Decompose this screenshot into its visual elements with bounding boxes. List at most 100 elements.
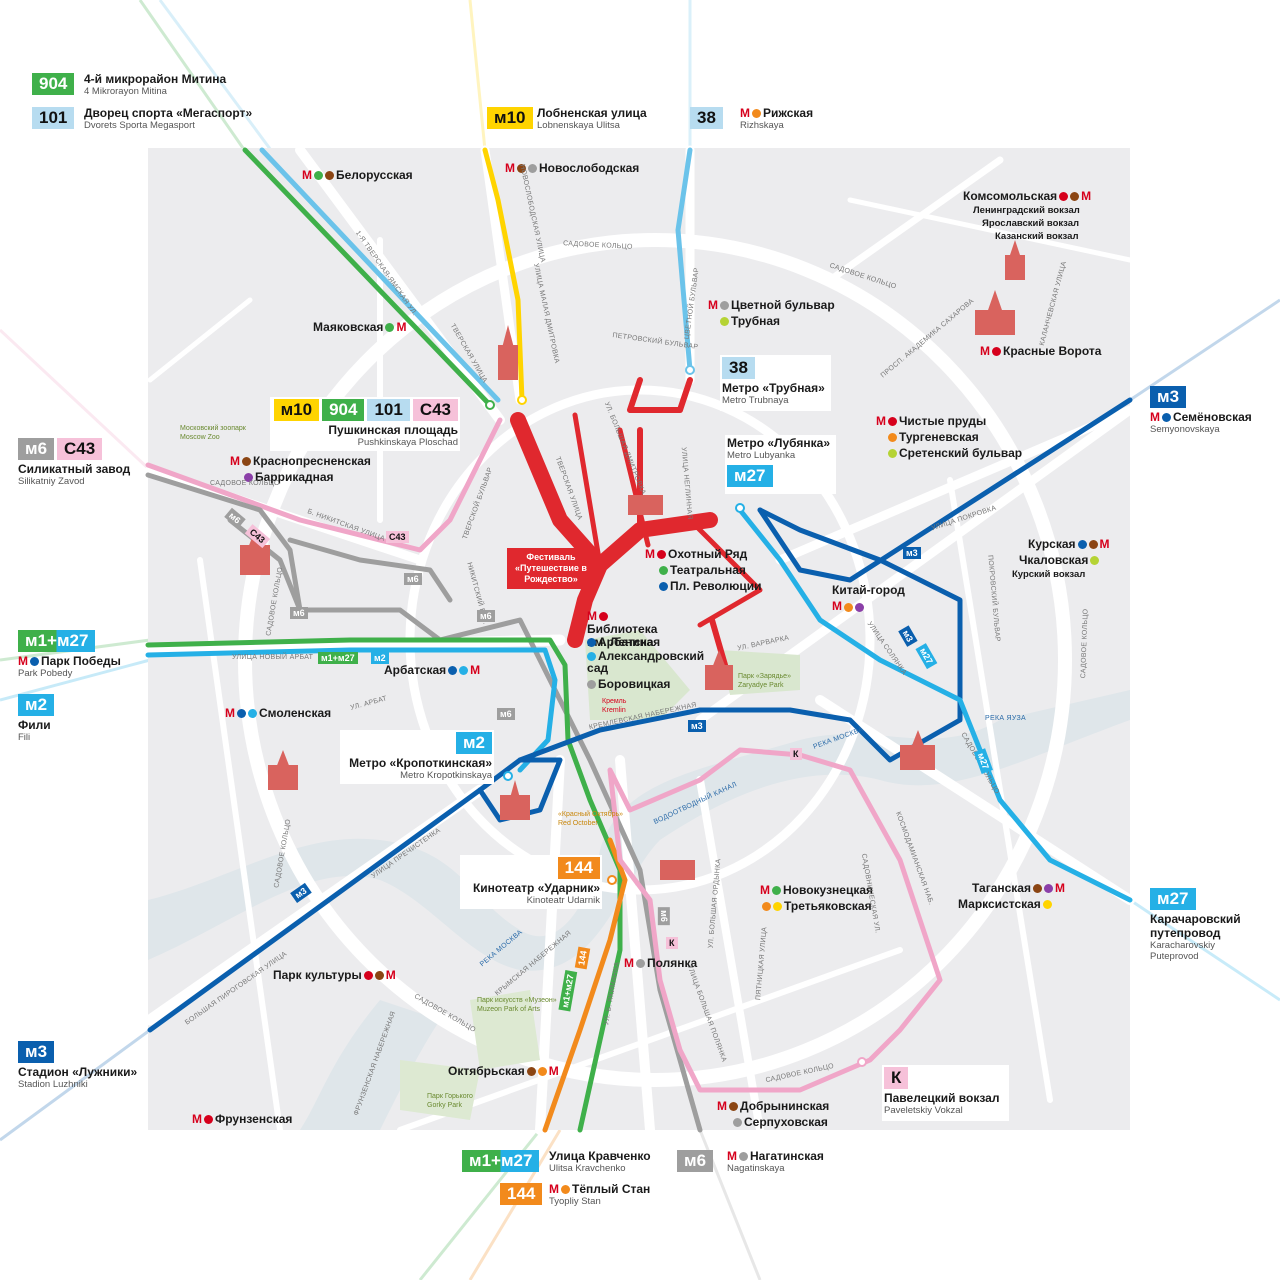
route-badge-101[interactable]: 101 — [367, 399, 410, 421]
stop-trubnaya[interactable]: 38 Метро «Трубная»Metro Trubnaya — [720, 355, 831, 411]
route-tag[interactable]: К — [666, 937, 678, 949]
festival-label[interactable]: Фестиваль «Путешествие в Рождество» — [507, 548, 595, 589]
route-badge-k[interactable]: К — [884, 1067, 909, 1089]
metro-station[interactable]: Тургеневская — [888, 429, 979, 445]
metro-station[interactable]: Арбатская — [587, 634, 660, 650]
metro-station[interactable]: Александровский сад — [587, 649, 705, 675]
route-badge-m10[interactable]: м10 — [487, 107, 533, 129]
line-dot — [739, 1152, 748, 1162]
route-badge-m1-m27[interactable]: м1+м27 — [18, 630, 96, 652]
metro-station[interactable]: Серпуховская — [733, 1114, 828, 1130]
route-badge-m2[interactable]: м2 — [18, 694, 55, 716]
route-badge-m27[interactable]: м27 — [1150, 888, 1196, 910]
route-tag[interactable]: м6 — [290, 607, 308, 619]
route-badge-m1-m27[interactable]: м1+м27 — [462, 1150, 540, 1172]
route-badge-m10[interactable]: м10 — [273, 399, 320, 421]
metro-icon: М — [18, 654, 28, 668]
route-tag[interactable]: м6 — [497, 708, 515, 720]
metro-station[interactable]: Трубная — [720, 313, 780, 329]
route-tag[interactable]: м6 — [657, 907, 670, 925]
stop-lubyanka[interactable]: Метро «Лубянка»Metro Lubyanka м27 — [725, 435, 837, 494]
route-tag[interactable]: С43 — [386, 531, 409, 543]
metro-station[interactable]: Сретенский бульвар — [888, 445, 1022, 461]
metro-station[interactable]: МБиблиотека им. Ленина — [587, 609, 658, 649]
stop-udarnik[interactable]: 144 Кинотеатр «Ударник»Kinoteatr Udarnik — [460, 855, 602, 909]
route-badge-101[interactable]: 101 — [32, 107, 75, 129]
route-tag[interactable]: м6 — [404, 573, 422, 585]
route-badge-144[interactable]: 144 — [500, 1183, 543, 1205]
route-tag[interactable]: м1+м27 — [318, 652, 358, 664]
route-badge-38[interactable]: 38 — [722, 357, 755, 379]
railway-station[interactable]: Казанский вокзал — [995, 231, 1079, 242]
metro-icon: М — [1081, 189, 1092, 203]
route-badge-c43[interactable]: С43 — [57, 438, 103, 460]
route-tag[interactable]: м2 — [371, 652, 389, 664]
terminal-101[interactable]: 101 Дворец спорта «Мегаспорт»Dvorets Spo… — [32, 106, 252, 132]
route-badge-m6[interactable]: м6 — [677, 1150, 714, 1172]
railway-station[interactable]: Ярославский вокзал — [982, 218, 1080, 229]
route-badge-m3[interactable]: м3 — [18, 1041, 55, 1063]
line-dot — [1162, 413, 1171, 423]
route-badge-m3[interactable]: м3 — [1150, 386, 1187, 408]
metro-icon: М — [740, 106, 750, 120]
route-badge-38[interactable]: 38 — [690, 107, 723, 129]
route-badge-m2[interactable]: м2 — [455, 732, 492, 754]
stop-kropotkinskaya[interactable]: м2 Метро «Кропоткинская»Metro Kropotkins… — [340, 730, 494, 784]
route-badge-m6[interactable]: м6 — [18, 438, 55, 460]
street-label: Улица Новый Арбат — [232, 654, 314, 661]
metro-station[interactable]: Марксистская — [958, 896, 1054, 912]
terminal-luzhniki[interactable]: м3 Стадион «Лужники»Stadion Luzhniki — [18, 1041, 138, 1090]
route-tag[interactable]: м3 — [688, 720, 706, 732]
railway-station[interactable]: Ленинградский вокзал — [973, 205, 1080, 216]
metro-station[interactable]: Баррикадная — [244, 469, 334, 485]
route-badge-c43[interactable]: С43 — [412, 399, 458, 421]
metro-station[interactable]: Чкаловская — [1019, 552, 1101, 568]
route-badge-904[interactable]: 904 — [322, 399, 365, 421]
metro-icon: М — [385, 968, 396, 982]
route-tag[interactable]: м3 — [903, 547, 921, 559]
metro-station[interactable]: Третьяковская — [762, 898, 872, 914]
metro-station[interactable]: Театральная — [659, 562, 746, 578]
metro-station[interactable]: Боровицкая — [587, 676, 670, 692]
railway-station[interactable]: Курский вокзал — [1012, 569, 1086, 580]
route-tag[interactable]: м6 — [477, 610, 495, 622]
route-badge-904[interactable]: 904 — [32, 73, 75, 95]
route-badge-m27[interactable]: м27 — [727, 464, 773, 487]
route-badge-144[interactable]: 144 — [557, 857, 600, 879]
route-tag[interactable]: К — [790, 748, 802, 760]
metro-station[interactable]: Пл. Революции — [659, 578, 762, 594]
